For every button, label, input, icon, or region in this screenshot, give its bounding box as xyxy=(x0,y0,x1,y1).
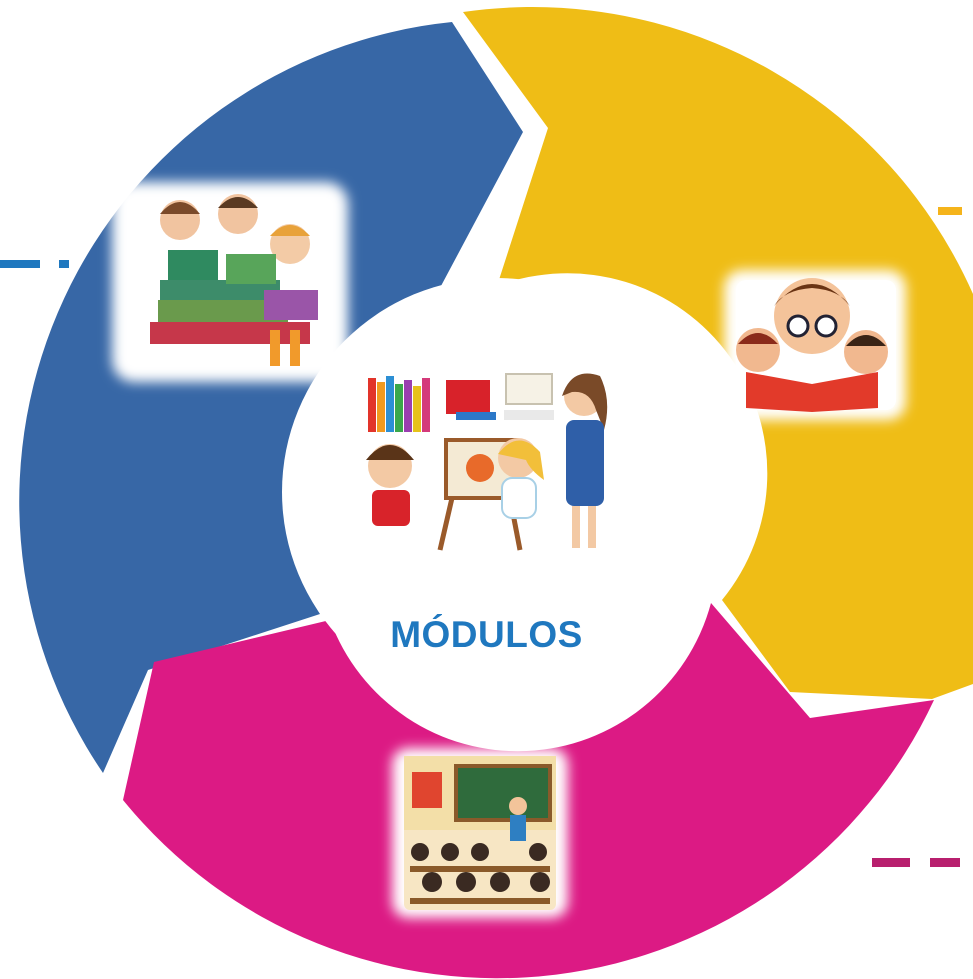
classroom-teacher-illustration xyxy=(392,748,568,918)
blue-dash-accent xyxy=(0,260,69,268)
yellow-dash-accent xyxy=(938,207,962,215)
books-teacher-children-illustration xyxy=(366,373,608,551)
magenta-dash-accent xyxy=(872,858,960,867)
parent-reading-with-kids-illustration xyxy=(724,270,906,420)
children-reading-books-illustration xyxy=(112,182,348,382)
yellow-arrow-segment xyxy=(463,7,973,699)
